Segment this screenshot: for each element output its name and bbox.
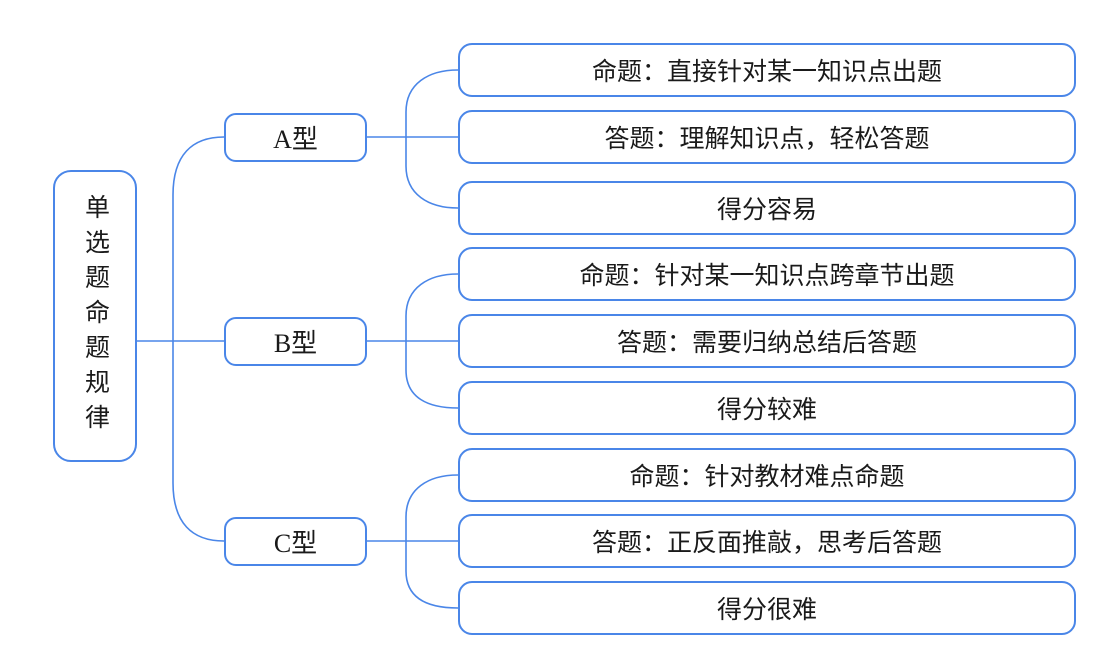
- leaf-node-c1-label: 命题：针对教材难点命题: [629, 464, 905, 491]
- leaf-node-c2: 答题：正反面推敲，思考后答题: [458, 514, 1076, 568]
- leaf-node-a2-label: 答题：理解知识点，轻松答题: [604, 126, 930, 153]
- leaf-node-c2-label: 答题：正反面推敲，思考后答题: [591, 530, 942, 557]
- branch-node-b-label: B型: [273, 329, 318, 358]
- leaf-node-a1-label: 命题：直接针对某一知识点出题: [591, 59, 942, 86]
- leaf-node-c1: 命题：针对教材难点命题: [458, 448, 1076, 502]
- root-node-label: 单选题命题规律: [81, 193, 109, 439]
- root-node: 单选题命题规律: [53, 170, 137, 462]
- leaf-node-b3: 得分较难: [458, 381, 1076, 435]
- leaf-node-a3-label: 得分容易: [716, 197, 817, 224]
- leaf-node-a3: 得分容易: [458, 181, 1076, 235]
- leaf-node-b2: 答题：需要归纳总结后答题: [458, 314, 1076, 368]
- branch-node-c: C型: [224, 517, 367, 566]
- branch-node-a-label: A型: [273, 125, 318, 154]
- leaf-node-a1: 命题：直接针对某一知识点出题: [458, 43, 1076, 97]
- leaf-node-b1: 命题：针对某一知识点跨章节出题: [458, 247, 1076, 301]
- leaf-node-b2-label: 答题：需要归纳总结后答题: [616, 330, 917, 357]
- branch-node-a: A型: [224, 113, 367, 162]
- branch-node-b: B型: [224, 317, 367, 366]
- leaf-node-b3-label: 得分较难: [716, 397, 817, 424]
- leaf-node-b1-label: 命题：针对某一知识点跨章节出题: [579, 263, 955, 290]
- connector-b-outer: [405, 273, 459, 409]
- connector-root-trunk-a-c: [172, 136, 225, 542]
- leaf-node-c3-label: 得分很难: [716, 597, 817, 624]
- leaf-node-c3: 得分很难: [458, 581, 1076, 635]
- connector-c-outer: [405, 474, 459, 609]
- branch-node-c-label: C型: [273, 529, 318, 558]
- leaf-node-a2: 答题：理解知识点，轻松答题: [458, 110, 1076, 164]
- connector-a-outer: [405, 69, 459, 209]
